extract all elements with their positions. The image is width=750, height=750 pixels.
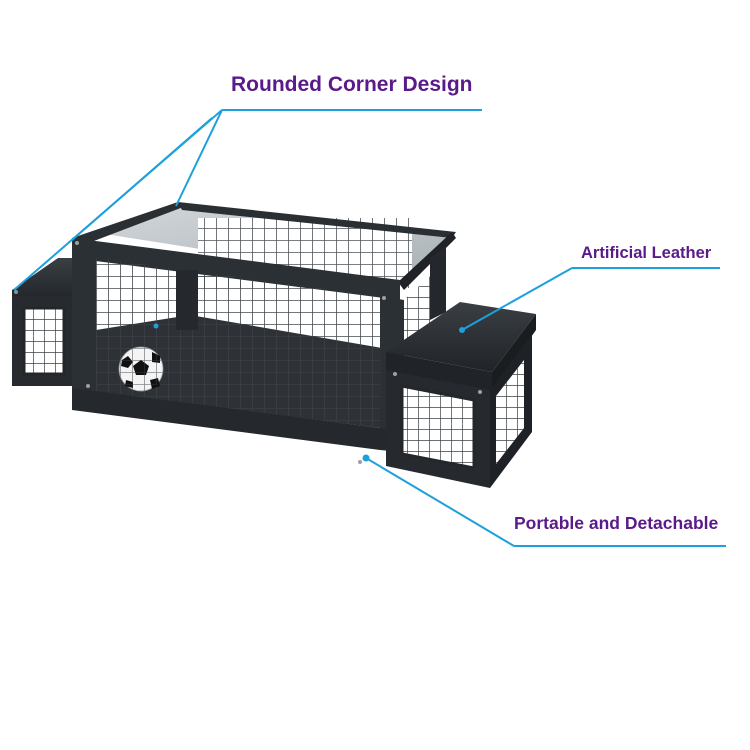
leader-dot-leather [459,327,465,333]
table-frame [72,202,456,464]
leader-portable-diag [365,457,515,547]
callout-artificial-leather: Artificial Leather [581,244,712,262]
leader-lines [13,109,726,547]
right-stool [386,302,536,488]
leader-dot-ball [153,323,159,329]
leader-dot-portable [362,454,370,462]
leader-rounded-corner-to-front [71,117,213,241]
callout-portable-detachable: Portable and Detachable [514,513,719,533]
leader-rounded-corner-to-table [175,109,223,207]
callout-rounded-corner-design: Rounded Corner Design [231,73,473,96]
leader-leather-diag [461,267,573,331]
right-stool-cushion [386,302,536,372]
soccer-ball [118,346,164,392]
